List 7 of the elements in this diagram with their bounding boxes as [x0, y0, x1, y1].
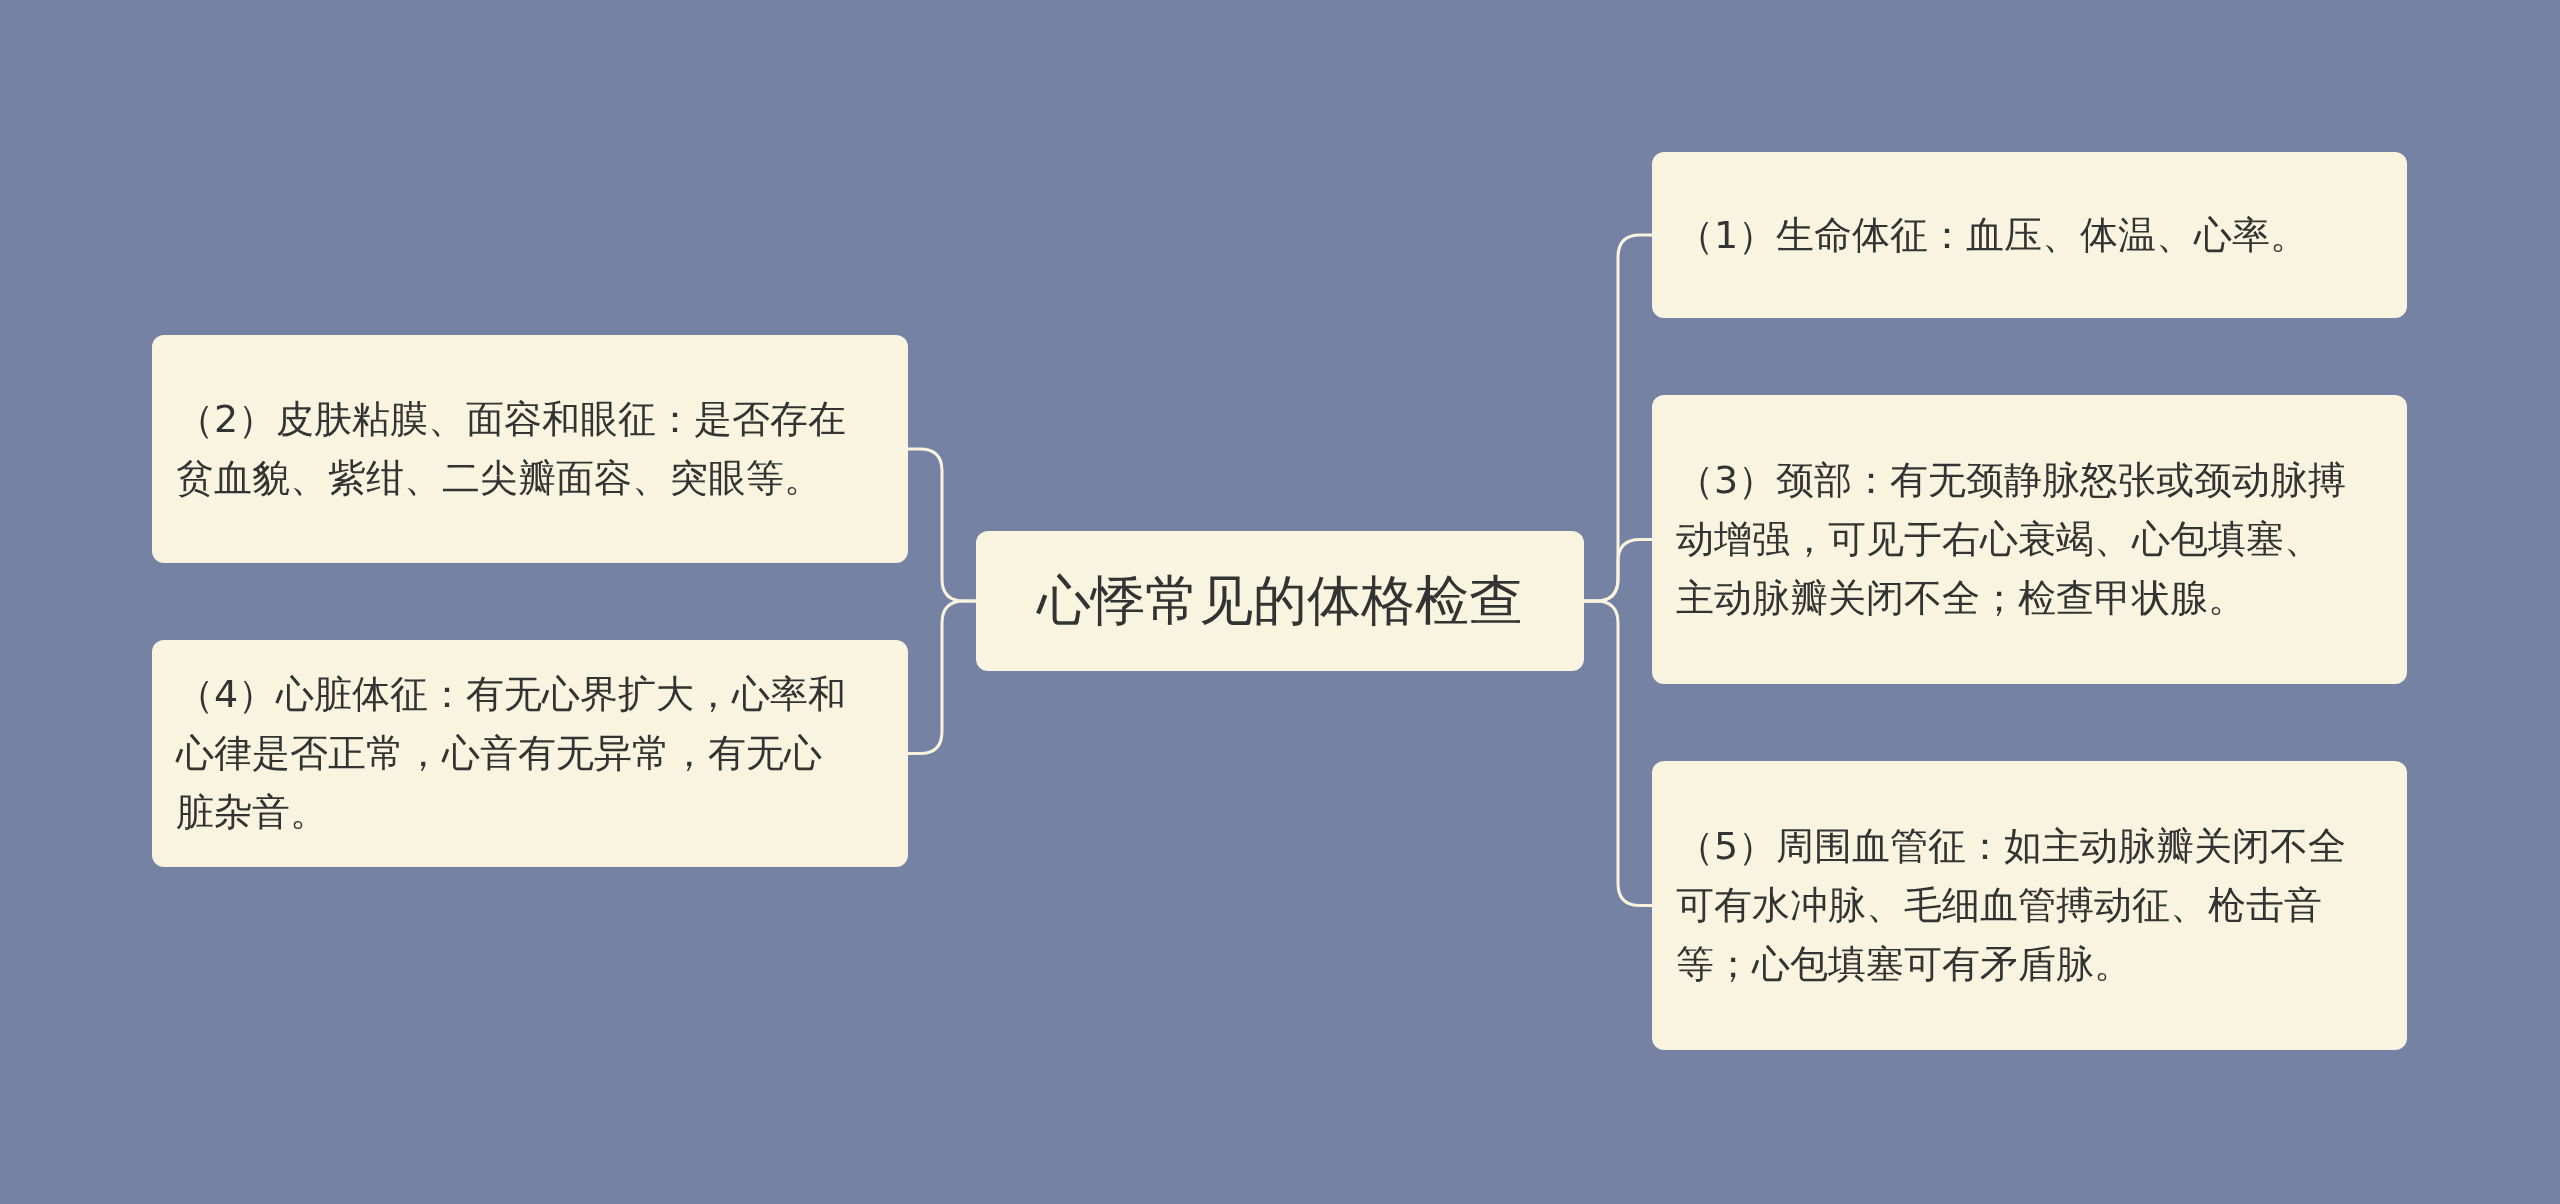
connector-line [908, 599, 976, 755]
branch-box: （3）颈部：有无颈静脉怒张或颈动脉搏动增强，可见于右心衰竭、心包填塞、主动脉瓣关闭不全；检查甲状腺。 [1652, 395, 2407, 684]
branch-box: （5）周围血管征：如主动脉瓣关闭不全可有水冲脉、毛细血管搏动征、枪击音等；心包填塞可有矛盾脉。 [1652, 761, 2407, 1050]
branch-box: （1）生命体征：血压、体温、心率。 [1652, 152, 2407, 318]
topic-box: 心悸常见的体格检查 [976, 531, 1584, 671]
branch-box: （4）心脏体征：有无心界扩大，心率和心律是否正常，心音有无异常，有无心脏杂音。 [152, 640, 908, 867]
branch-box: （2）皮肤粘膜、面容和眼征：是否存在贫血貌、紫绀、二尖瓣面容、突眼等。 [152, 335, 908, 563]
